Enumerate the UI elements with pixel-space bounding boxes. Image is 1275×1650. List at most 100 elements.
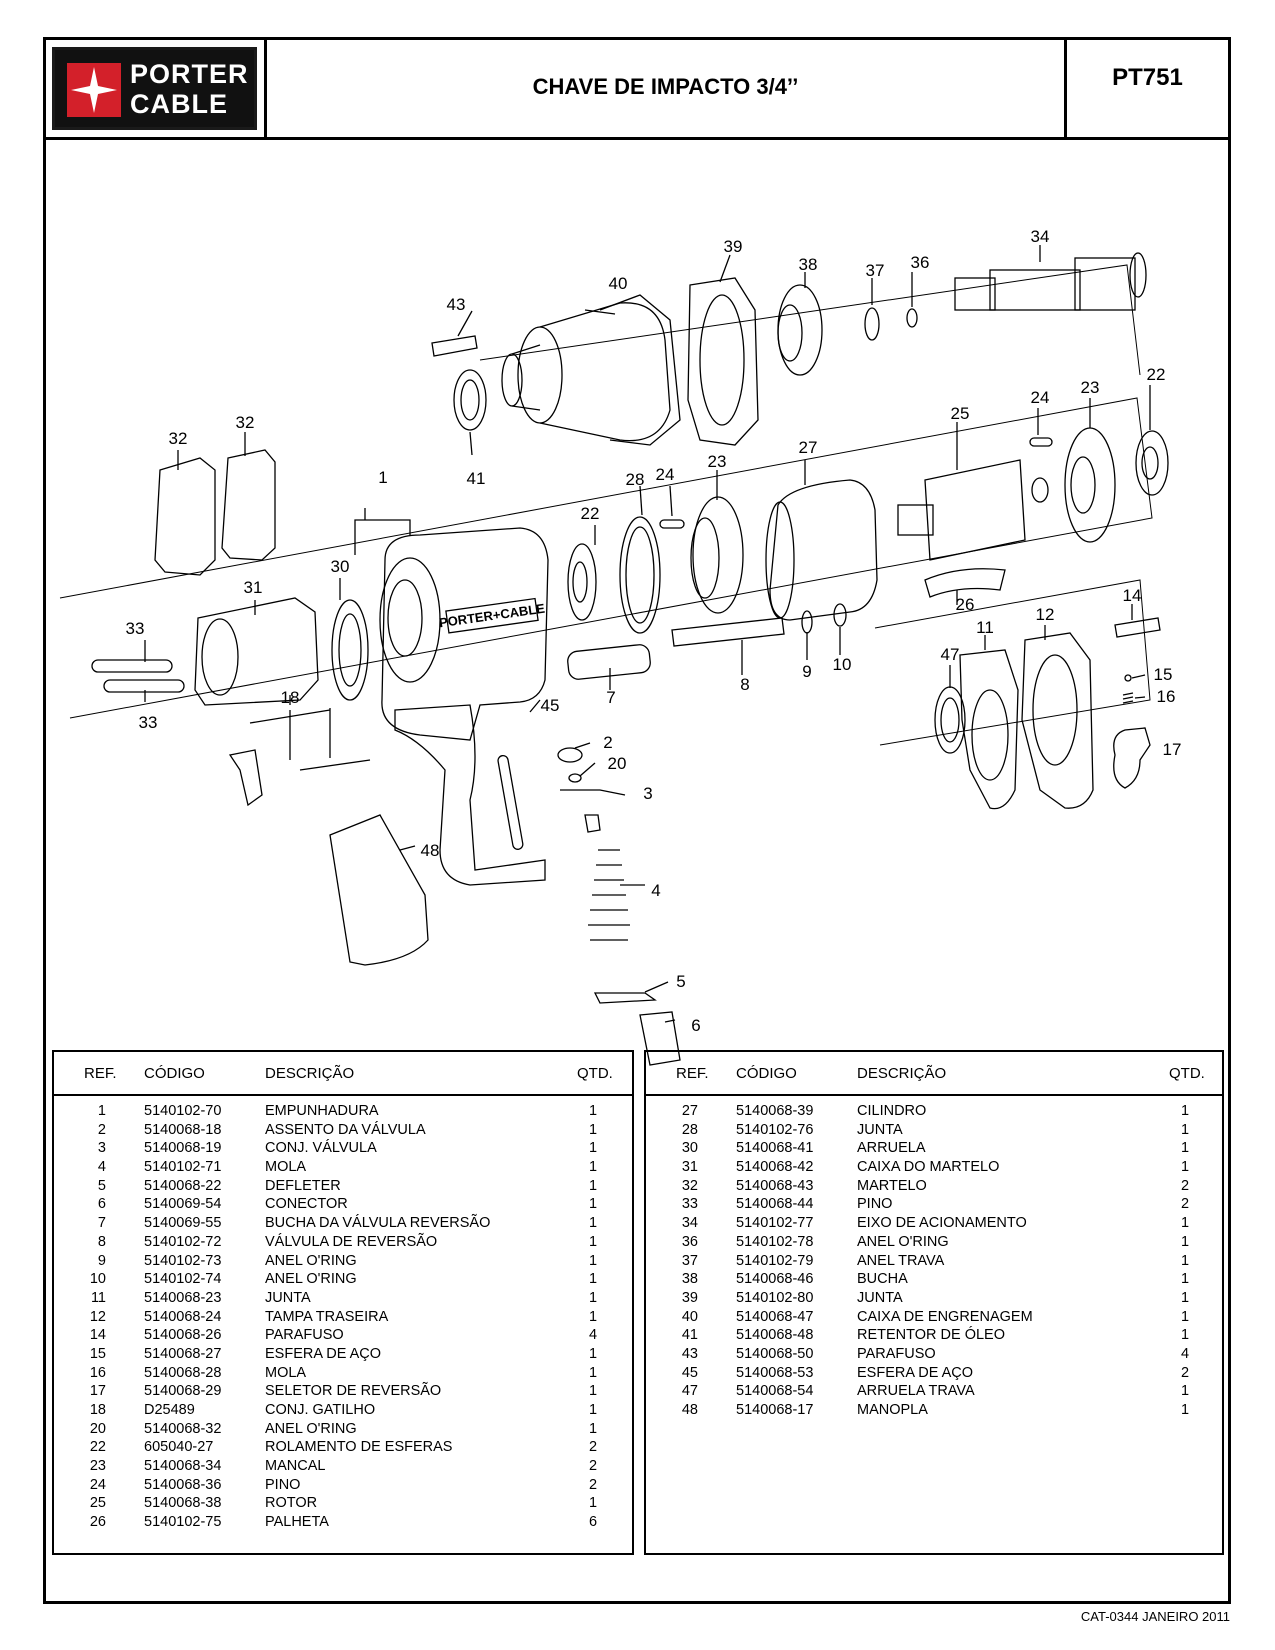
cell-desc: CAIXA DO MARTELO	[857, 1159, 1000, 1176]
cell-desc: PALHETA	[265, 1514, 329, 1531]
cell-desc: PINO	[857, 1196, 893, 1213]
callout-30: 30	[331, 557, 350, 576]
callout-47: 47	[941, 645, 960, 664]
cell-qty: 1	[1180, 1121, 1190, 1138]
cell-desc: ANEL O'RING	[265, 1271, 357, 1288]
cell-code: 5140068-50	[736, 1345, 814, 1362]
cell-qty: 1	[588, 1252, 598, 1269]
cell-qty: 1	[588, 1289, 598, 1306]
cell-ref: 4	[97, 1159, 106, 1176]
cell-code: 5140068-41	[736, 1140, 814, 1157]
cell-qty: 2	[1180, 1177, 1190, 1194]
callout-43: 43	[447, 295, 466, 314]
cell-code: 5140068-46	[736, 1271, 814, 1288]
cell-ref: 26	[89, 1514, 106, 1531]
cell-code: 605040-27	[144, 1439, 214, 1456]
cell-desc: CONJ. VÁLVULA	[265, 1140, 377, 1157]
callout-22b: 22	[1147, 365, 1166, 384]
cell-ref: 36	[681, 1233, 698, 1250]
grip-sleeve	[329, 814, 429, 966]
cell-ref: 28	[681, 1121, 698, 1138]
cell-qty: 1	[588, 1121, 598, 1138]
cell-qty: 1	[1180, 1308, 1190, 1325]
cell-ref: 6	[97, 1196, 106, 1213]
cell-ref: 7	[97, 1215, 106, 1232]
cell-ref: 17	[89, 1383, 106, 1400]
cell-code: 5140068-47	[736, 1308, 814, 1325]
cell-qty: 1	[588, 1308, 598, 1325]
catalog-sheet: PORTER CABLE CHAVE DE IMPACTO 3/4’’ PT75…	[43, 37, 1231, 1604]
cell-ref: 22	[89, 1439, 106, 1456]
cell-code: 5140102-74	[144, 1271, 222, 1288]
callout-5: 5	[676, 972, 685, 991]
cell-desc: ANEL O'RING	[265, 1252, 357, 1269]
cell-qty: 1	[1180, 1159, 1190, 1176]
cell-code: 5140068-17	[736, 1402, 814, 1418]
callout-32b: 32	[236, 413, 255, 432]
callout-3: 3	[643, 784, 652, 803]
cell-code: 5140068-54	[736, 1383, 814, 1400]
callout-10: 10	[833, 655, 852, 674]
cell-desc: ANEL TRAVA	[857, 1252, 945, 1269]
callout-31: 31	[244, 578, 263, 597]
cell-desc: ROTOR	[265, 1495, 318, 1512]
model-number: PT751	[1112, 64, 1183, 91]
callout-17: 17	[1163, 740, 1182, 759]
cell-qty: 1	[588, 1177, 598, 1194]
cell-ref: 43	[681, 1345, 698, 1362]
cell-code: 5140068-48	[736, 1327, 814, 1344]
callout-15: 15	[1154, 665, 1173, 684]
cell-ref: 12	[89, 1308, 106, 1325]
callout-9: 9	[802, 662, 811, 681]
callout-18: 18	[281, 688, 300, 707]
cell-qty: 1	[1180, 1140, 1190, 1157]
cell-desc: BUCHA DA VÁLVULA REVERSÃO	[265, 1215, 491, 1232]
catalog-footer: CAT-0344 JANEIRO 2011	[1080, 1609, 1230, 1624]
cell-desc: EIXO DE ACIONAMENTO	[857, 1215, 1027, 1232]
callout-48: 48	[421, 841, 440, 860]
cell-code: 5140102-72	[144, 1233, 222, 1250]
cell-qty: 1	[588, 1420, 598, 1437]
cell-desc: MOLA	[265, 1159, 307, 1176]
cell-qty: 1	[588, 1402, 598, 1418]
cell-desc: ROLAMENTO DE ESFERAS	[265, 1439, 453, 1456]
cell-qty: 1	[1180, 1215, 1190, 1232]
header-qty: QTD.	[577, 1065, 613, 1082]
table-header: REF. CÓDIGO DESCRIÇÃO QTD.	[646, 1052, 1222, 1096]
cell-ref: 16	[89, 1364, 106, 1381]
cell-qty: 1	[588, 1364, 598, 1381]
cell-ref: 41	[681, 1327, 698, 1344]
cell-qty: 1	[588, 1103, 598, 1119]
cell-desc: JUNTA	[857, 1121, 903, 1138]
header-qty: QTD.	[1169, 1065, 1205, 1082]
cell-qty: 1	[1180, 1103, 1190, 1119]
cell-desc: EMPUNHADURA	[265, 1103, 379, 1119]
header-desc: DESCRIÇÃO	[265, 1065, 355, 1082]
callout-24a: 24	[656, 465, 675, 484]
cell-code: 5140068-34	[144, 1458, 222, 1475]
cell-desc: ARRUELA	[857, 1140, 926, 1157]
callout-1: 1	[378, 468, 387, 487]
cell-ref: 2	[97, 1121, 106, 1138]
cell-desc: MANCAL	[265, 1458, 326, 1475]
cell-code: 5140068-26	[144, 1327, 222, 1344]
cell-ref: 40	[681, 1308, 698, 1325]
callout-27: 27	[799, 438, 818, 457]
cell-code: 5140068-44	[736, 1196, 814, 1213]
cell-ref: 11	[90, 1289, 106, 1306]
callout-7: 7	[606, 688, 615, 707]
cell-qty: 1	[1180, 1383, 1190, 1400]
